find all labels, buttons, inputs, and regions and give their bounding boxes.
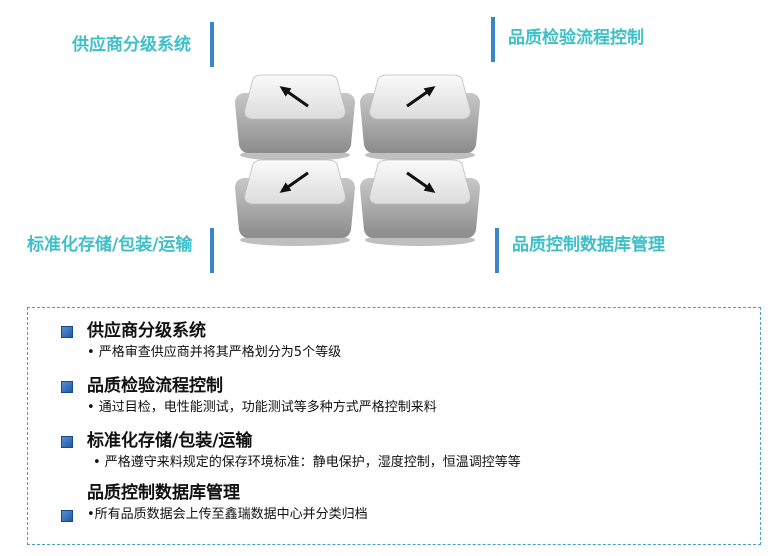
item-desc-storage: • 严格遵守来料规定的保存环境标准：静电保护，湿度控制，恒温调控等等	[93, 455, 521, 470]
item-desc-database: •所有品质数据会上传至鑫瑞数据中心并分类归档	[87, 507, 368, 522]
label-bottom-right: 品质控制数据库管理	[512, 235, 665, 255]
item-title-inspection: 品质检验流程控制	[87, 376, 223, 396]
bullet-icon	[61, 436, 73, 448]
info-panel	[27, 307, 761, 545]
bullet-icon	[61, 326, 73, 338]
item-desc-supplier: • 严格审查供应商并将其严格划分为5个等级	[87, 345, 342, 360]
bar-top-right	[491, 17, 495, 62]
keyboard-keys-graphic	[235, 74, 480, 246]
keycap	[360, 74, 480, 161]
item-title-database: 品质控制数据库管理	[87, 483, 240, 503]
arrowhead-icon	[279, 182, 292, 193]
bullet-icon	[61, 510, 73, 522]
arrowhead-icon	[279, 86, 292, 97]
item-title-supplier: 供应商分级系统	[87, 321, 206, 341]
label-top-right: 品质检验流程控制	[508, 28, 644, 48]
label-top-left: 供应商分级系统	[72, 35, 191, 55]
bar-top-left	[210, 22, 214, 67]
arrowhead-icon	[423, 86, 436, 97]
bar-bottom-left	[210, 228, 214, 273]
bullet-icon	[61, 381, 73, 393]
item-title-storage: 标准化存储/包装/运输	[87, 431, 253, 451]
bar-bottom-right	[495, 228, 499, 273]
keycap	[235, 159, 355, 246]
keycap	[235, 74, 355, 161]
arrowhead-icon	[423, 182, 436, 193]
label-bottom-left: 标准化存储/包装/运输	[27, 235, 193, 255]
item-desc-inspection: • 通过目检，电性能测试，功能测试等多种方式严格控制来料	[87, 400, 437, 415]
keycap	[360, 159, 480, 246]
